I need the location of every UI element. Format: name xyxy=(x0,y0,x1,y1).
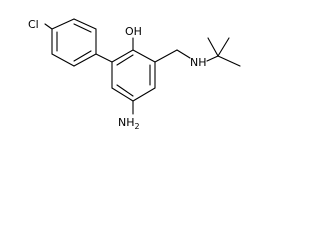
structure-canvas: Cl OH NH NH2 xyxy=(0,0,259,147)
bond xyxy=(207,37,219,57)
bond-ch2-n xyxy=(176,49,191,59)
hydroxyl-label: OH xyxy=(125,25,142,38)
bond-cl xyxy=(44,23,53,30)
double-bond xyxy=(73,50,92,62)
bond xyxy=(51,53,75,67)
bond xyxy=(111,87,134,102)
double-bond xyxy=(73,23,92,33)
bond xyxy=(73,53,97,67)
chlorophenyl-ring xyxy=(51,18,97,67)
bond xyxy=(73,18,97,30)
bond-n-c xyxy=(206,55,219,62)
phenol-ring xyxy=(111,49,156,102)
bond xyxy=(217,37,230,57)
secondary-amine-label: NH xyxy=(190,56,207,69)
bond xyxy=(132,49,156,63)
biaryl-bond xyxy=(95,53,113,63)
bond xyxy=(51,18,75,30)
molecule-structure: Cl OH NH NH2 xyxy=(28,18,241,131)
bond xyxy=(217,55,241,67)
primary-amine-main: NH xyxy=(118,116,135,129)
bond xyxy=(111,49,134,63)
primary-amine-subscript: 2 xyxy=(135,122,140,131)
chlorine-label: Cl xyxy=(28,18,39,31)
double-bond xyxy=(116,54,134,66)
primary-amine-label: NH2 xyxy=(118,116,140,131)
tert-butyl-group xyxy=(207,37,241,67)
bond xyxy=(132,87,156,102)
bond-ch2 xyxy=(154,49,178,63)
double-bond xyxy=(116,84,134,97)
